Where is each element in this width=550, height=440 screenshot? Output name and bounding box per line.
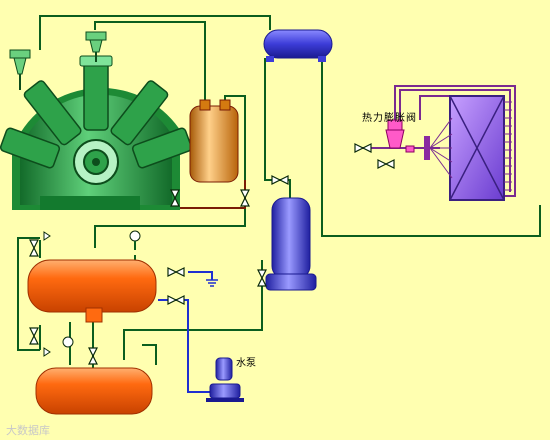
high-pressure-receiver: [27, 259, 157, 323]
thermal-expansion-valve: [385, 119, 415, 153]
drain-symbol: [206, 279, 218, 287]
condenser: [263, 29, 333, 62]
low-pressure-receiver: [35, 367, 153, 415]
receiver-gauges: [43, 230, 141, 357]
water-pump: [206, 357, 244, 402]
blue-pipes: [158, 271, 215, 393]
compressor: [0, 55, 193, 210]
valves: [29, 143, 395, 365]
intercooler-vessel: [265, 197, 317, 291]
evaporator: [424, 95, 512, 201]
expansion-valve-label: 热力膨胀阀: [362, 113, 417, 124]
oil-separator: [189, 99, 239, 183]
water-pump-label: 水泵: [236, 358, 256, 369]
pressure-gauge-left: [9, 49, 31, 90]
pressure-gauge-top: [85, 31, 107, 62]
watermark: 大数据库: [6, 424, 50, 437]
green-pipes: [17, 15, 541, 368]
